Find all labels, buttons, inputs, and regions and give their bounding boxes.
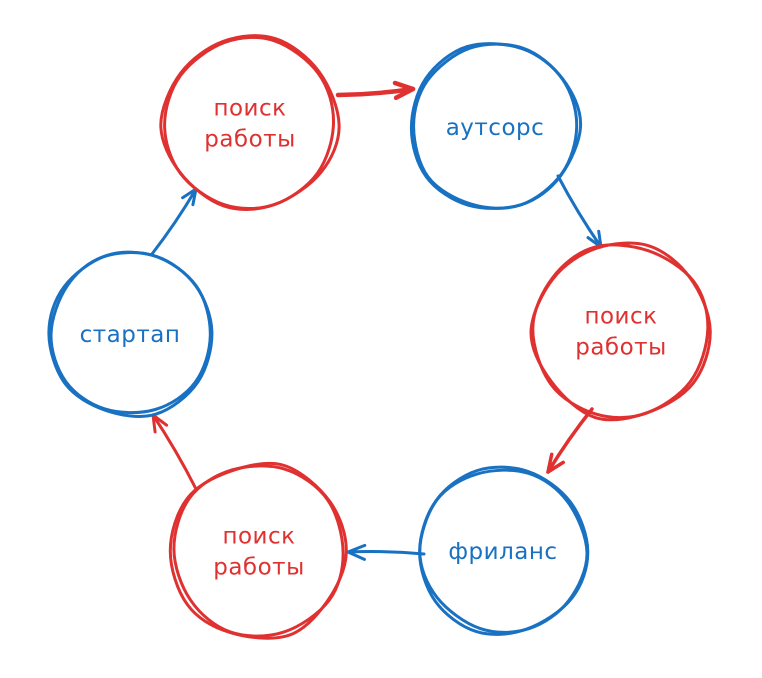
node-label-line: поиск (222, 524, 295, 550)
arrow-shaft (335, 86, 416, 98)
node-freelance[interactable]: фриланс (418, 465, 590, 636)
arrowhead-icon (546, 452, 565, 474)
arrow-shaft (546, 407, 594, 474)
arrowhead-icon (346, 543, 367, 561)
node-job-search-bottom[interactable]: поиск работы (168, 461, 348, 640)
arrow-job-search-top-to-outsource[interactable] (335, 80, 416, 101)
node-label-line: поиск (584, 304, 657, 330)
arrow-job-search-right-to-freelance[interactable] (546, 407, 594, 474)
node-label: фриланс (448, 539, 557, 565)
node-outline-overdraw (163, 35, 336, 211)
node-job-search-right[interactable]: поиск работы (529, 241, 712, 422)
node-outline-overdraw (531, 243, 710, 420)
node-label: поиск работы (204, 96, 296, 153)
node-label-line: работы (213, 555, 305, 581)
node-label-line: поиск (213, 96, 286, 122)
node-label: стартап (80, 322, 181, 348)
node-label: поиск работы (575, 304, 667, 361)
arrow-outsource-to-job-search-right[interactable] (556, 174, 603, 249)
arrow-startup-to-job-search-top[interactable] (150, 187, 198, 256)
arrowhead-icon (392, 80, 416, 101)
arrow-shaft (151, 413, 198, 491)
node-label-line: стартап (80, 322, 181, 348)
node-label: аутсорс (446, 115, 545, 141)
node-startup[interactable]: стартап (47, 250, 214, 418)
node-outline-overdraw (418, 468, 589, 634)
node-label-line: фриланс (448, 539, 557, 565)
arrow-job-search-bottom-to-startup[interactable] (151, 413, 198, 491)
node-outline-overdraw (172, 464, 345, 638)
arrow-shaft (150, 187, 198, 256)
node-outsource[interactable]: аутсорс (409, 42, 583, 210)
arrow-shaft (556, 174, 603, 249)
node-label-line: работы (575, 335, 667, 361)
node-label-line: работы (204, 127, 296, 153)
node-outline (168, 461, 348, 640)
arrow-shaft (346, 550, 426, 556)
node-label-line: аутсорс (446, 115, 545, 141)
node-job-search-top[interactable]: поиск работы (159, 34, 341, 211)
node-outline-overdraw (412, 42, 579, 210)
node-label: поиск работы (213, 524, 305, 581)
node-outline-overdraw (49, 251, 212, 415)
arrow-freelance-to-job-search-bottom[interactable] (346, 543, 426, 561)
